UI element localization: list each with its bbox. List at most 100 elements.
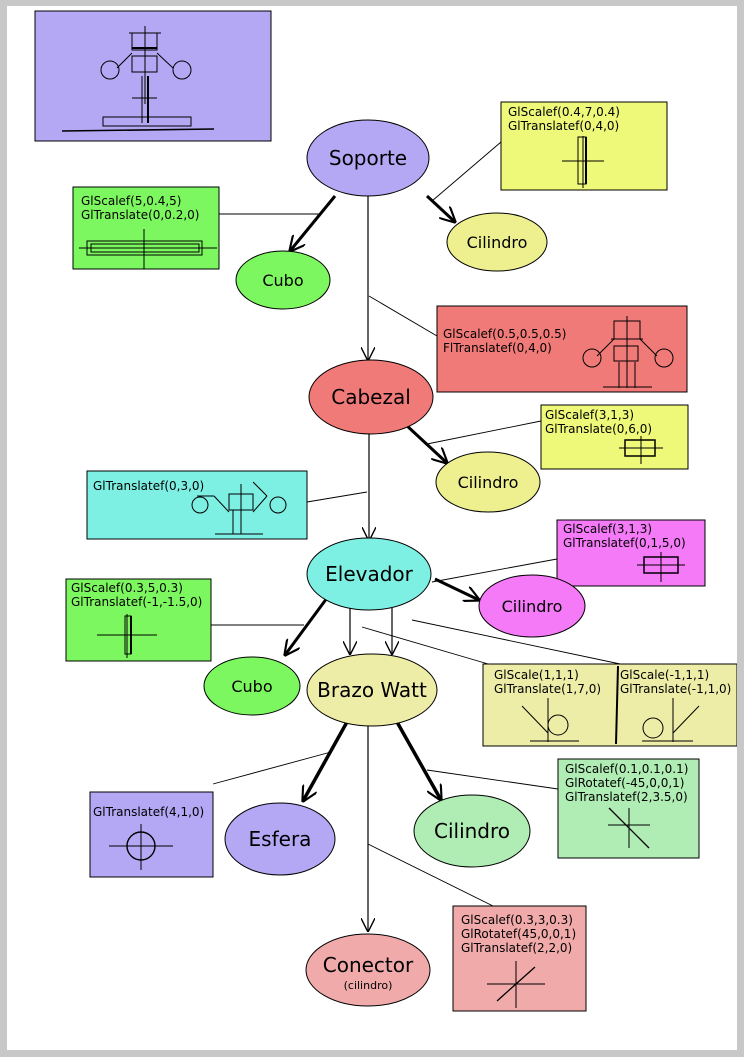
node-cilindro-cab-label: Cilindro [458,473,519,492]
rotated-cylinder-icon [608,807,650,849]
node-conector[interactable]: Conector (cilindro) [305,933,431,1007]
box-brazo-left-line-1: GlScale(1,1,1) [494,668,579,682]
arm-right-drawing-icon [642,698,700,742]
box-cyl-elevador-bg [556,519,706,587]
node-cilindro-elevador[interactable]: Cilindro [478,574,586,638]
head-drawing-icon [582,316,674,388]
arm-left-drawing-icon [521,698,579,742]
box-elevador: GlTranslatef(0,3,0) [86,470,308,540]
box-conector: GlScalef(0.3,3,0.3) GlRotatef(45,0,0,1) … [452,905,587,1012]
box-brazo-right-line-2: GlTranslate(-1,1,0) [620,682,731,696]
node-soporte-label: Soporte [329,146,407,170]
box-esfera-bg [89,791,214,878]
box-cabezal-line-2: FlTranslatef(0,4,0) [443,341,552,355]
node-conector-shape [305,933,431,1007]
box-conector-line-1: GlScalef(0.3,3,0.3) [461,913,573,927]
edge-brazo-esfera [303,721,349,801]
elevator-drawing-icon [191,481,287,535]
connector-cyl-cabezal [426,420,542,445]
box-cabezal-line-1: GlScalef(0.5,0.5,0.5) [443,327,566,341]
node-cubo-elevador[interactable]: Cubo [203,656,301,716]
node-soporte[interactable]: Soporte [306,119,430,197]
box-cubo-soporte: GlScalef(5,0.4,5) GlTranslate(0,0.2,0) [72,186,220,270]
box-cyl-elevador-line-1: GlScalef(3,1,3) [563,522,652,536]
box-cubo-soporte-line-1: GlScalef(5,0.4,5) [81,194,182,208]
diagram-canvas: GlScalef(0.4,7,0.4) GlTranslatef(0,4,0) … [7,6,737,1050]
nodes: Soporte Cubo Cilindro Cabezal Cilindro E… [203,119,586,1007]
box-esfera: GlTranslatef(4,1,0) [89,791,214,878]
node-cilindro-elev-label: Cilindro [502,597,563,616]
box-cyl-soporte-line-1: GlScalef(0.4,7,0.4) [508,105,620,119]
node-esfera-label: Esfera [249,827,312,851]
node-cubo-elev-label: Cubo [231,677,272,696]
connector-esfera [212,751,332,785]
edge-elevador-cubo [285,597,329,655]
connector-drawing-icon [487,961,545,1008]
box-cyl-brazo-line-1: GlScalef(0.1,0.1,0.1) [565,762,688,776]
box-brazo-left-line-2: GlTranslate(1,7,0) [494,682,601,696]
node-cubo-top[interactable]: Cubo [235,250,331,310]
node-cubo-top-shape [235,250,331,310]
connector-cyl-brazo [426,769,559,790]
plate-drawing-icon [79,229,217,269]
node-cabezal-label: Cabezal [331,385,411,409]
node-cilindro-cabezal[interactable]: Cilindro [435,451,541,513]
flat-cylinder-drawing-icon [619,436,663,464]
connector-cyl-elevador [431,558,558,583]
node-cilindro-brazo-label: Cilindro [434,819,510,843]
box-brazo-right-line-1: GlScale(-1,1,1) [620,668,709,682]
node-elevador[interactable]: Elevador [306,537,432,611]
node-conector-label: Conector [323,953,414,977]
node-cilindro-top[interactable]: Cilindro [446,212,548,272]
node-cilindro-brazo[interactable]: Cilindro [413,794,531,868]
node-cubo-elev-shape [203,656,301,716]
node-elevador-label: Elevador [325,562,414,586]
box-brazo-bg [482,663,737,747]
node-elevador-shape [306,537,432,611]
box-cyl-soporte-line-2: GlTranslatef(0,4,0) [508,119,619,133]
rod-drawing-icon [97,614,157,658]
node-cubo-top-label: Cubo [262,271,303,290]
connector-conector [367,843,494,907]
edge-soporte-cilindro [425,194,455,222]
box-cubo-elevador: GlScalef(0.3,5,0.3) GlTranslatef(-1,-1.5… [65,578,212,662]
box-cubo-elevador-line-2: GlTranslatef(-1,-1.5,0) [71,595,202,609]
box-elevador-line-1: GlTranslatef(0,3,0) [93,479,204,493]
box-cylinder-soporte: GlScalef(0.4,7,0.4) GlTranslatef(0,4,0) [500,101,668,191]
box-conector-line-2: GlRotatef(45,0,0,1) [461,927,576,941]
node-conector-sublabel: (cilindro) [344,979,393,992]
edge-cabezal-cilindro [403,422,447,463]
node-cabezal[interactable]: Cabezal [308,359,434,435]
edges [285,194,479,931]
box-cyl-elevador-line-2: GlTranslatef(0,1,5,0) [563,536,686,550]
box-cabezal-bg [436,305,688,393]
box-conector-bg [452,905,587,1012]
box-brazo: GlScale(1,1,1) GlTranslate(1,7,0) GlScal… [482,663,737,747]
node-esfera-shape [224,802,336,876]
connector-cabezal [368,295,438,337]
box-cyl-soporte-bg [500,101,668,191]
node-cabezal-shape [308,359,434,435]
preview-box-background [34,10,272,142]
node-cilindro-elev-shape [478,574,586,638]
scene-graph-diagram: GlScalef(0.4,7,0.4) GlTranslatef(0,4,0) … [34,10,737,1012]
box-brazo-divider [615,665,619,745]
node-brazo-watt[interactable]: Brazo Watt [306,653,438,727]
box-cylinder-cabezal: GlScalef(3,1,3) GlTranslate(0,6,0) [540,404,689,470]
sphere-drawing-icon [109,824,173,870]
robot-drawing-icon [61,26,215,132]
preview-robot-box [34,10,272,142]
edge-brazo-cilindro [395,721,441,800]
box-cylinder-brazo: GlScalef(0.1,0.1,0.1) GlRotatef(-45,0,0,… [557,758,700,859]
box-esfera-line-1: GlTranslatef(4,1,0) [93,805,204,819]
box-cabezal: GlScalef(0.5,0.5,0.5) FlTranslatef(0,4,0… [436,305,688,393]
box-cylinder-elevador: GlScalef(3,1,3) GlTranslatef(0,1,5,0) [556,519,706,587]
box-conector-line-3: GlTranslatef(2,2,0) [461,941,572,955]
node-esfera[interactable]: Esfera [224,802,336,876]
connector-cyl-soporte [431,141,502,202]
box-cyl-cabezal-bg [540,404,689,470]
edge-elevador-cilindro [434,577,479,600]
cylinder-drawing-icon [562,136,604,188]
box-cubo-elevador-bg [65,578,212,662]
